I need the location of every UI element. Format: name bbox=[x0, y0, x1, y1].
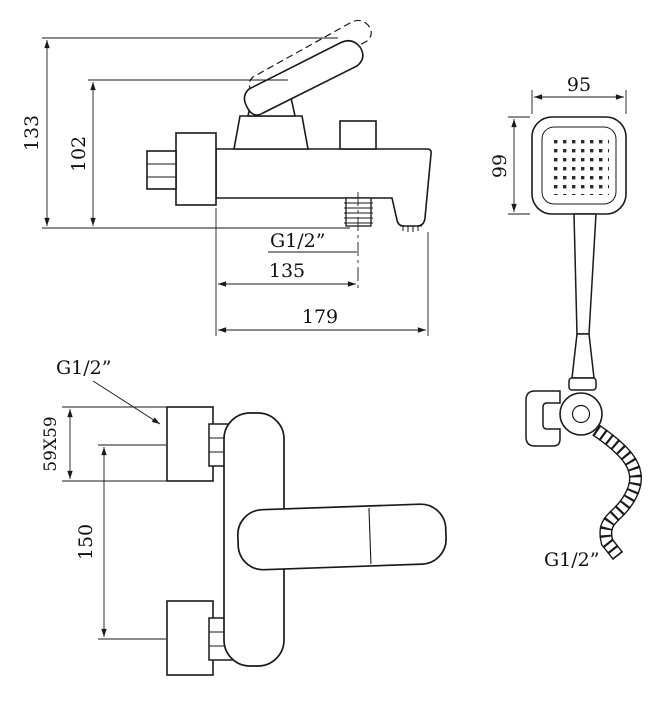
handle-lever-front bbox=[236, 503, 447, 571]
spout-aerator bbox=[400, 225, 422, 232]
cartridge-base bbox=[233, 115, 309, 150]
handle-cap-edge bbox=[368, 507, 372, 564]
dim-95-label: 95 bbox=[567, 74, 591, 96]
front-view bbox=[166, 406, 447, 676]
connector-hub bbox=[571, 404, 591, 424]
inlet-nut-facets bbox=[147, 163, 176, 178]
hose-corrugation bbox=[592, 424, 642, 561]
shower-handle bbox=[573, 213, 597, 335]
dim-102-label: 102 bbox=[68, 136, 90, 172]
dim-99-label: 99 bbox=[489, 154, 511, 178]
handle-lever bbox=[243, 39, 364, 116]
side-thread-label: G1/2” bbox=[270, 230, 325, 252]
dim-135-label: 135 bbox=[269, 260, 305, 282]
side-view-labels: 133 102 G1/2” 135 179 bbox=[21, 115, 338, 328]
outlet-thread-lines bbox=[344, 202, 373, 224]
faucet-body bbox=[215, 148, 432, 227]
bottom-flange bbox=[166, 600, 214, 676]
shower-thread-label: G1/2” bbox=[544, 549, 599, 571]
wall-flange bbox=[175, 132, 217, 206]
inlet-nut bbox=[146, 150, 177, 190]
front-view-labels: G1/2” 59X59 150 bbox=[41, 357, 111, 560]
hand-shower-labels: 95 99 G1/2” bbox=[489, 74, 599, 571]
wall-bracket bbox=[525, 390, 561, 447]
outlet-thread bbox=[345, 197, 372, 227]
hand-shower-view bbox=[525, 116, 642, 561]
side-view bbox=[146, 19, 432, 290]
thread-leader-line bbox=[92, 380, 161, 425]
dim-179-label: 179 bbox=[302, 306, 338, 328]
diverter-knob bbox=[339, 120, 377, 150]
dim-150-label: 150 bbox=[75, 524, 97, 560]
dim-59x59-label: 59X59 bbox=[41, 416, 61, 471]
spray-nozzle-grid bbox=[551, 137, 609, 195]
top-flange bbox=[166, 406, 214, 482]
side-view-dimensions bbox=[42, 37, 429, 336]
front-thread-label: G1/2” bbox=[56, 357, 111, 379]
front-view-dimensions bbox=[62, 380, 167, 640]
hand-shower-dimensions bbox=[508, 90, 627, 215]
shower-handle-cone bbox=[571, 333, 595, 379]
dim-133-label: 133 bbox=[21, 115, 43, 151]
connector-ring bbox=[559, 392, 603, 436]
shower-face-plate bbox=[541, 126, 617, 205]
hose-collar bbox=[568, 377, 597, 391]
